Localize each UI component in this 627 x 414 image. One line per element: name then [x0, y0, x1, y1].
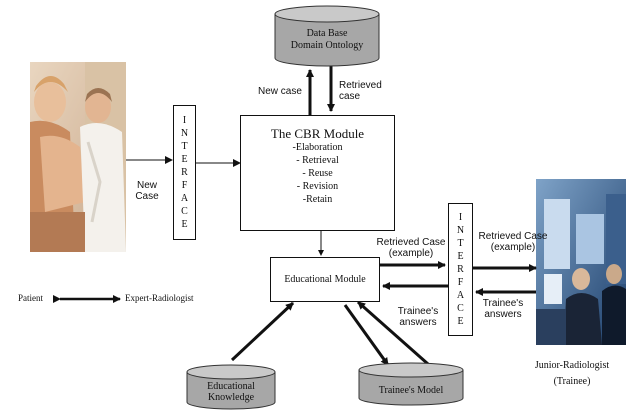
legend-expert-radiologist: Expert-Radiologist [125, 293, 194, 303]
interface-letter: T [181, 141, 188, 152]
cbr-module-title: The CBR Module [270, 126, 365, 141]
educational-knowledge-line1: Educational [207, 381, 255, 392]
label-retrieved-example-1-line1: Retrieved Case [376, 237, 446, 248]
interface-letter: R [457, 264, 464, 275]
label-retrieved-case-example-1: Retrieved Case (example) [372, 237, 450, 259]
expert-patient-photo-image [30, 62, 126, 252]
interface-letter: C [457, 303, 464, 314]
database-label: Data Base Domain Ontology [275, 28, 379, 52]
label-new-case-line1: New [136, 180, 157, 191]
cbr-step-elaboration: -Elaboration [292, 142, 343, 153]
educational-module-label: Educational Module [284, 274, 366, 285]
educational-knowledge-cylinder [186, 364, 276, 410]
label-retrieved-case-down: Retrieved case [339, 80, 382, 102]
trainee-model-text: Trainee's Model [378, 385, 444, 396]
label-new-case-up: New case [258, 86, 302, 97]
arrow-educational-to-model [343, 304, 390, 366]
interface-letter: F [457, 277, 464, 288]
educational-module-box: Educational Module [270, 257, 380, 302]
interface-letter: C [181, 206, 188, 217]
junior-radiologist-line2: (Trainee) [553, 376, 591, 387]
expert-patient-photo [30, 62, 126, 252]
interface-letter: T [457, 238, 464, 249]
database-cylinder [274, 5, 380, 67]
educational-knowledge-line2: Knowledge [207, 392, 255, 403]
interface-letter: I [458, 212, 463, 223]
cbr-module-box: The CBR Module -Elaboration - Retrieval … [240, 115, 395, 231]
interface-letter: E [457, 316, 464, 327]
label-retrieved-example-1-line2: (example) [388, 248, 434, 259]
interface-letter: I [182, 115, 187, 126]
interface-letter: R [181, 167, 188, 178]
label-retrieved-case-line2: case [339, 91, 361, 102]
interface-letter: N [180, 128, 189, 139]
trainee-model-cylinder [358, 362, 464, 406]
cbr-step-retain: -Retain [302, 194, 333, 205]
junior-radiologist-label: Junior-Radiologist (Trainee) [520, 358, 624, 390]
interface-box-right: I N T E R F A C E [448, 203, 473, 336]
trainee-model-label: Trainee's Model [359, 385, 463, 397]
label-trainees-answers-2: Trainee's answers [478, 298, 528, 320]
label-new-case-left: New Case [128, 180, 166, 202]
label-retrieved-case-example-2: Retrieved Case (example) [474, 231, 552, 253]
interface-letter: N [456, 225, 465, 236]
label-trainees-answers-1: Trainee's answers [394, 306, 442, 328]
database-line2: Domain Ontology [290, 40, 364, 51]
database-line1: Data Base [306, 28, 348, 39]
junior-radiologist-line1: Junior-Radiologist [534, 360, 610, 371]
legend-patient: Patient [18, 293, 43, 303]
junior-radiologist-photo [536, 179, 626, 345]
label-retrieved-example-2-line2: (example) [490, 242, 536, 253]
cbr-step-retrieval: - Retrieval [296, 155, 339, 166]
interface-letter: F [181, 180, 188, 191]
arrow-model-to-educational [357, 300, 429, 366]
arrow-knowledge-to-educational [230, 301, 295, 362]
interface-letter: E [181, 219, 188, 230]
junior-radiologist-photo-image [536, 179, 626, 345]
label-trainees-answers-2-line2: answers [484, 309, 522, 320]
cbr-step-reuse: - Reuse [302, 168, 333, 179]
interface-box-left: I N T E R F A C E [173, 105, 196, 240]
label-new-case-line2: Case [135, 191, 159, 202]
educational-knowledge-label: Educational Knowledge [187, 381, 275, 403]
label-trainees-answers-1-line2: answers [399, 317, 437, 328]
cbr-step-revision: - Revision [296, 181, 339, 192]
label-trainees-answers-2-line1: Trainee's [482, 298, 524, 309]
interface-letter: A [180, 193, 189, 204]
label-retrieved-case-line1: Retrieved [339, 80, 382, 91]
interface-letter: A [456, 290, 465, 301]
label-trainees-answers-1-line1: Trainee's [397, 306, 439, 317]
interface-letter: E [181, 154, 188, 165]
interface-letter: E [457, 251, 464, 262]
label-retrieved-example-2-line1: Retrieved Case [478, 231, 548, 242]
